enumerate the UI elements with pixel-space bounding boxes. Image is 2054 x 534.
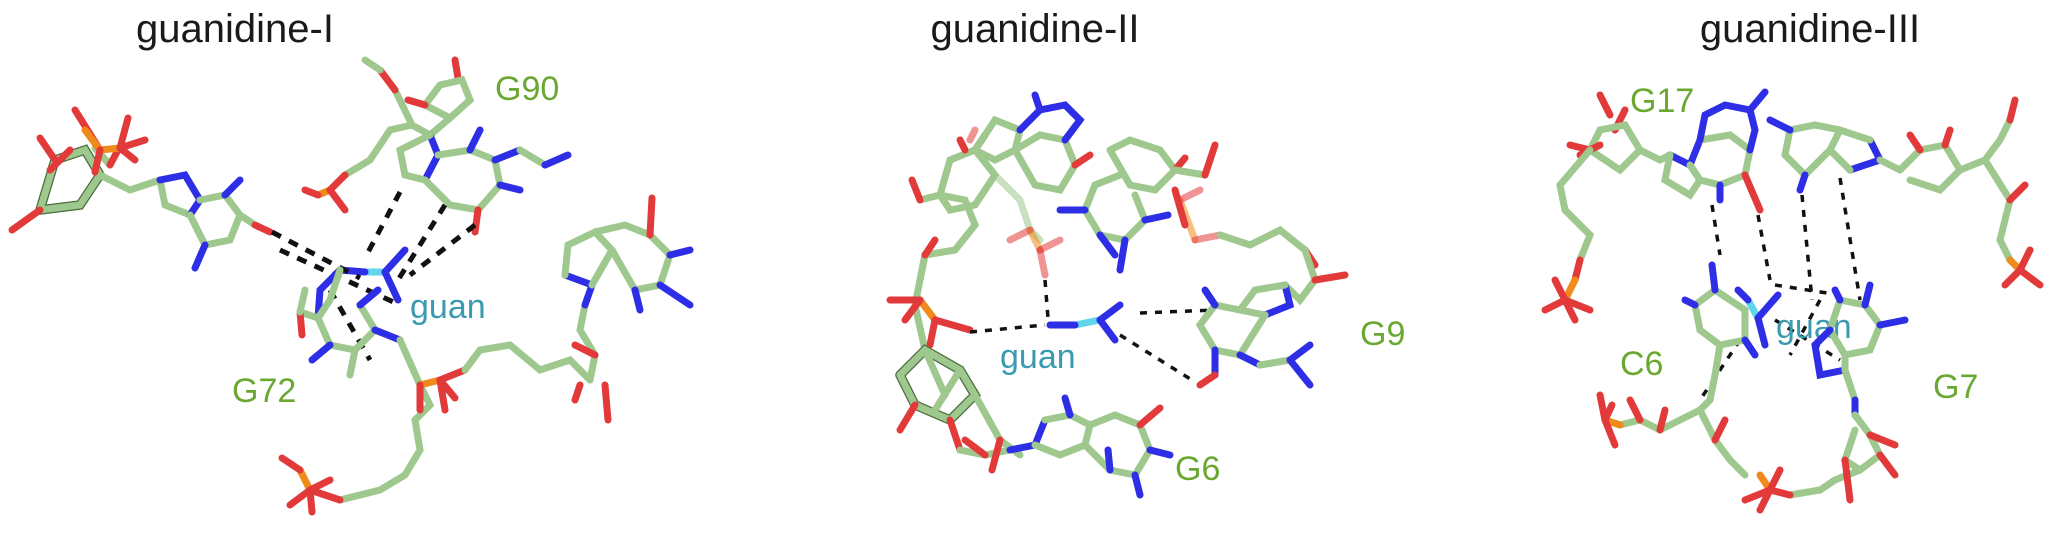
backbone-left-panel-3 bbox=[1541, 91, 1674, 324]
ligand-label-guan-1: guan bbox=[410, 288, 486, 326]
residue-label-g6: G6 bbox=[1175, 450, 1220, 488]
residue-label-g72: G72 bbox=[232, 372, 296, 410]
hbonds-panel-3 bbox=[1698, 177, 1862, 401]
ligand-label-guan-3: guan bbox=[1776, 308, 1852, 346]
hbonds-panel-2 bbox=[969, 279, 1216, 384]
backbone-left-panel-2 bbox=[908, 131, 1000, 354]
residue-label-g9: G9 bbox=[1360, 315, 1405, 353]
base-upper-right-panel-3 bbox=[1766, 96, 2044, 289]
nucleotide-g6 bbox=[895, 344, 1174, 499]
backbone-bottom-panel-1 bbox=[278, 336, 594, 516]
nucleotide-g90 bbox=[301, 56, 572, 236]
panel-guanidine-ii: guanidine-II bbox=[886, 7, 1405, 499]
nucleotide-g72 bbox=[296, 266, 404, 379]
panel-guanidine-i: guanidine-I bbox=[8, 7, 694, 516]
backbone-bottom-panel-3 bbox=[1596, 391, 1899, 514]
residue-label-c6: C6 bbox=[1620, 345, 1663, 383]
base-upper-purine-panel-2 bbox=[966, 91, 1094, 279]
base-upper-right-panel-2 bbox=[1056, 136, 1319, 274]
nucleotide-g7 bbox=[1811, 281, 1909, 419]
base-right-purine-panel-1 bbox=[561, 194, 694, 424]
nucleotide-g9 bbox=[1195, 246, 1349, 389]
panel-title-guanidine-iii: guanidine-III bbox=[1700, 7, 1920, 51]
phosphate-left-top bbox=[71, 106, 149, 176]
phosphate-left-panel-2 bbox=[886, 296, 974, 349]
residue-label-g17: G17 bbox=[1630, 82, 1694, 120]
panel-title-guanidine-i: guanidine-I bbox=[136, 7, 334, 51]
ligand-label-guan-2: guan bbox=[1000, 338, 1076, 376]
residue-label-g90: G90 bbox=[495, 70, 559, 108]
panel-title-guanidine-ii: guanidine-II bbox=[930, 7, 1139, 51]
base-left-purine bbox=[156, 171, 274, 272]
nucleotide-g17 bbox=[1661, 88, 1769, 214]
nucleotide-c6 bbox=[1681, 261, 1759, 414]
ligand-guanidine-iii bbox=[1734, 286, 1782, 349]
ligand-guanidine-ii bbox=[1046, 301, 1124, 344]
backbone-left-sugar bbox=[8, 134, 164, 234]
residue-label-g7: G7 bbox=[1933, 368, 1978, 406]
panel-guanidine-iii: guanidine-III G17 bbox=[1541, 7, 2044, 514]
